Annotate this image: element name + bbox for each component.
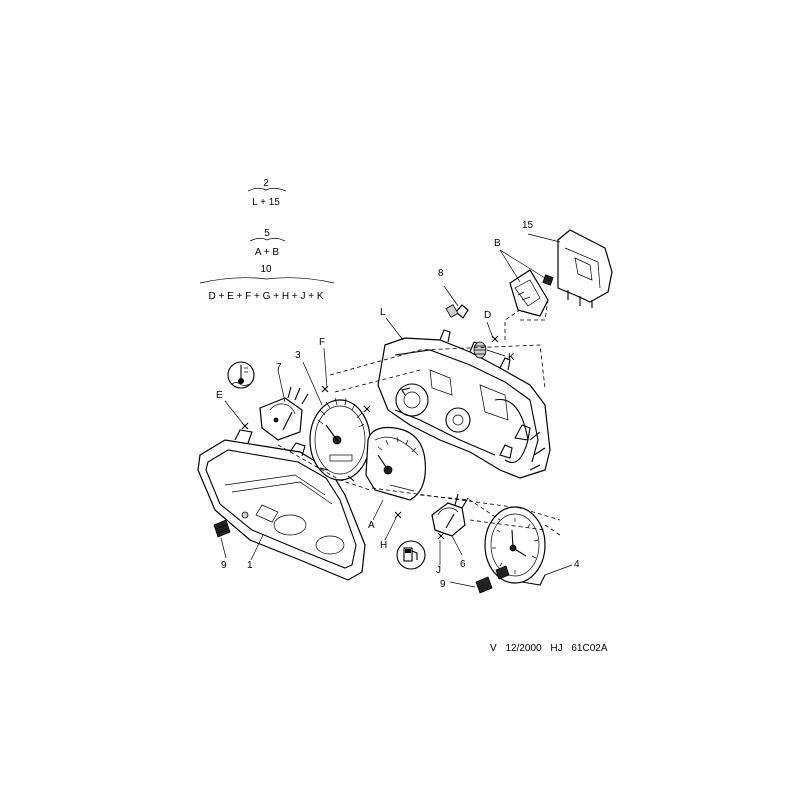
part-A-tachometer-dial xyxy=(365,426,427,501)
callout-3: 3 xyxy=(295,350,301,361)
legend-2-bottom: L + 15 xyxy=(252,197,280,208)
marker-J xyxy=(437,532,445,540)
legend-10-bottom: D + E + F + G + H + J + K xyxy=(208,291,323,302)
legend-2-brace xyxy=(247,187,287,192)
callout-B: B xyxy=(494,238,501,249)
assembly-guides xyxy=(277,299,561,536)
callout-15: 15 xyxy=(522,220,534,231)
callout-9-left: 9 xyxy=(221,560,227,571)
part-6-fuel-gauge xyxy=(431,493,469,537)
part-4-clock-dial xyxy=(484,506,546,586)
part-3-speedometer-dial xyxy=(309,397,371,482)
marker-A xyxy=(394,511,402,519)
callout-6: 6 xyxy=(460,559,466,570)
callout-9-right: 9 xyxy=(440,579,446,590)
callout-7: 7 xyxy=(276,362,282,373)
fuel-pump-icon xyxy=(396,540,426,570)
callout-8: 8 xyxy=(438,268,444,279)
fixing-markers xyxy=(241,335,499,540)
marker-G xyxy=(363,405,371,413)
part-9-screws-right xyxy=(475,565,510,594)
legend-2-top: 2 xyxy=(263,178,269,189)
callout-A: A xyxy=(368,520,375,531)
part-9-screw-left xyxy=(213,519,231,538)
legend-5-top: 5 xyxy=(264,228,270,239)
callout-F: F xyxy=(319,337,325,348)
part-15-pcb-cover xyxy=(557,229,613,308)
legend: 2 L + 15 5 A + B 10 D + E + F + G + H + … xyxy=(199,178,335,302)
callout-1: 1 xyxy=(247,560,253,571)
drawing-reference: V 12/2000 HJ 61C02A xyxy=(490,643,608,654)
callout-H: H xyxy=(380,540,387,551)
callout-K: K xyxy=(508,352,515,363)
callout-J: J xyxy=(436,565,441,576)
legend-5-brace xyxy=(249,237,286,242)
callout-4: 4 xyxy=(574,559,580,570)
legend-5-bottom: A + B xyxy=(255,247,280,258)
callout-labels: 7 3 F E L 8 15 B D K A H J 6 4 9 1 9 xyxy=(216,220,580,590)
coolant-temperature-icon xyxy=(227,361,255,389)
part-1-bezel xyxy=(197,429,366,581)
marker-D xyxy=(491,335,499,343)
callout-D: D xyxy=(484,310,491,321)
part-8-bulb xyxy=(443,285,469,319)
callout-L: L xyxy=(380,307,386,318)
legend-10-brace xyxy=(199,277,335,284)
legend-10-top: 10 xyxy=(260,264,272,275)
leader-lines xyxy=(220,233,573,588)
part-7-temperature-gauge xyxy=(259,386,309,441)
part-K-bulb xyxy=(473,341,487,359)
callout-E: E xyxy=(216,390,223,401)
